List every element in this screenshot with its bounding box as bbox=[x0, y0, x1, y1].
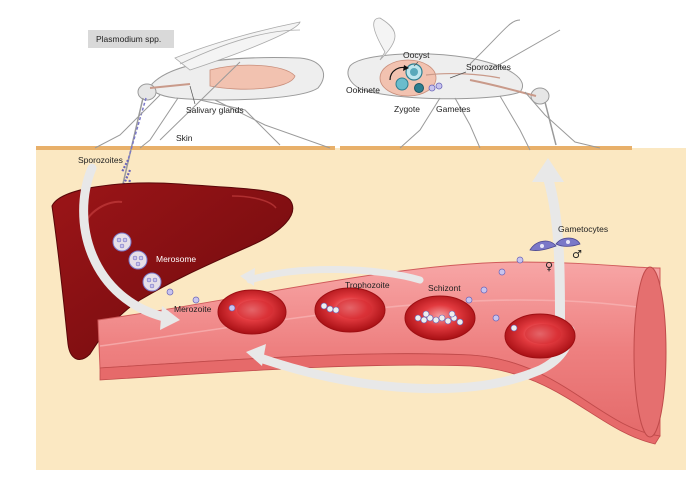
sporozoites-skin bbox=[118, 159, 132, 211]
title-box bbox=[88, 30, 174, 48]
merozoite-label: Merozoite bbox=[174, 304, 212, 314]
right-mosquito bbox=[347, 17, 601, 151]
liver bbox=[51, 182, 294, 360]
rbc-trophozoite bbox=[314, 287, 386, 333]
diagram-title: Plasmodium spp. bbox=[96, 34, 161, 44]
left-mosquito bbox=[94, 21, 331, 206]
liver-to-blood-arrowhead bbox=[160, 306, 180, 330]
to-mosquito-arrowhead bbox=[532, 158, 564, 182]
upper-cycle-arrow bbox=[246, 266, 424, 284]
schizont-label: Schizont bbox=[428, 283, 461, 293]
male-symbol: ♂ bbox=[572, 248, 582, 261]
gametes-label: Gametes bbox=[436, 104, 471, 114]
rbc-schizont bbox=[404, 295, 476, 341]
merosome-cluster bbox=[112, 232, 162, 292]
upper-cycle-arrowhead bbox=[240, 268, 255, 286]
to-mosquito-arrow bbox=[543, 173, 565, 325]
gametocytes bbox=[529, 237, 581, 251]
lower-cycle-arrowhead bbox=[246, 344, 266, 366]
sporozoites-right-label: Sporozoites bbox=[466, 62, 511, 72]
salivary-glands-label: Salivary glands bbox=[186, 105, 244, 115]
free-merozoites bbox=[166, 256, 524, 322]
trophozoite-label: Trophozoite bbox=[345, 280, 390, 290]
female-symbol: ♀ bbox=[545, 260, 553, 273]
ookinete-label: Ookinete bbox=[346, 85, 380, 95]
rbc-gametocyte bbox=[504, 313, 576, 359]
sporozoites-left-label: Sporozoites bbox=[78, 155, 123, 165]
rbc-merozoite bbox=[217, 289, 287, 335]
skin-label: Skin bbox=[176, 133, 193, 143]
oocyst-label: Oocyst bbox=[403, 50, 430, 60]
merosome-label: Merosome bbox=[156, 254, 196, 264]
gametocytes-label: Gametocytes bbox=[558, 224, 608, 234]
zygote-label: Zygote bbox=[394, 104, 420, 114]
liver-to-blood-arrow bbox=[79, 163, 173, 323]
